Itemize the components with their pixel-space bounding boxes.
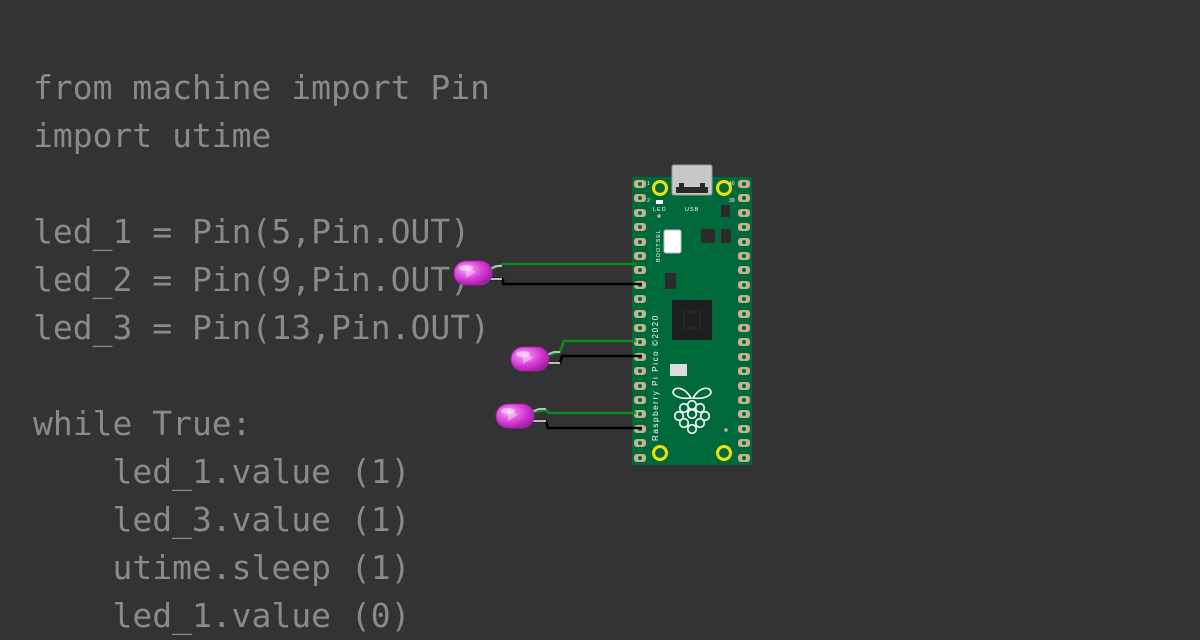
- code-line: led_3.value (1): [33, 500, 411, 539]
- led-1[interactable]: [453, 260, 502, 286]
- code-line: from machine import Pin: [33, 68, 490, 107]
- board-name-label: Raspberry Pi Pico ©2020: [651, 314, 660, 441]
- component: [670, 364, 687, 376]
- mounting-hole: [652, 180, 732, 461]
- pin-2-label: 2: [647, 198, 650, 204]
- regulator-chip: [721, 229, 731, 243]
- signal-wire: [489, 262, 636, 272]
- led-3[interactable]: [495, 403, 546, 429]
- bootsel-label: BOOTSEL: [656, 229, 662, 262]
- bootsel-button[interactable]: [663, 229, 682, 254]
- code-line: led_2 = Pin(9,Pin.OUT): [33, 260, 471, 299]
- code-line: led_1 = Pin(5,Pin.OUT): [33, 212, 471, 251]
- code-line: led_1.value (0): [33, 596, 411, 635]
- flash-chip: [701, 229, 715, 243]
- code-line: while True:: [33, 404, 252, 443]
- raspberry-pi-logo-icon: [672, 387, 712, 435]
- signal-wire: [547, 339, 636, 357]
- code-line: led_1.value (1): [33, 452, 411, 491]
- onboard-led: [656, 200, 663, 204]
- rp2040-chip: [672, 300, 712, 340]
- led-2[interactable]: [510, 346, 560, 372]
- crystal: [665, 273, 676, 289]
- usb-connector-icon: [671, 164, 713, 196]
- ground-wire: [490, 277, 642, 286]
- pin-1-label: 1: [647, 181, 650, 187]
- signal-wire: [532, 408, 636, 415]
- ground-wire: [533, 419, 642, 430]
- code-line: utime.sleep (1): [33, 548, 411, 587]
- code-editor: from machine import Pin import utime led_1…: [33, 64, 490, 640]
- code-line: led_3 = Pin(13,Pin.OUT): [33, 308, 490, 347]
- code-line: import utime: [33, 116, 272, 155]
- ground-wire: [548, 354, 642, 365]
- pico-board: 1 2 40 39 LED USB BOOTSEL Raspberry Pi P…: [632, 164, 752, 465]
- component: [721, 205, 730, 217]
- pin-40-label: 40: [729, 181, 735, 187]
- led-label: LED: [653, 207, 667, 213]
- wires: [489, 262, 642, 430]
- pin-39-label: 39: [729, 198, 735, 204]
- usb-label: USB: [685, 207, 699, 213]
